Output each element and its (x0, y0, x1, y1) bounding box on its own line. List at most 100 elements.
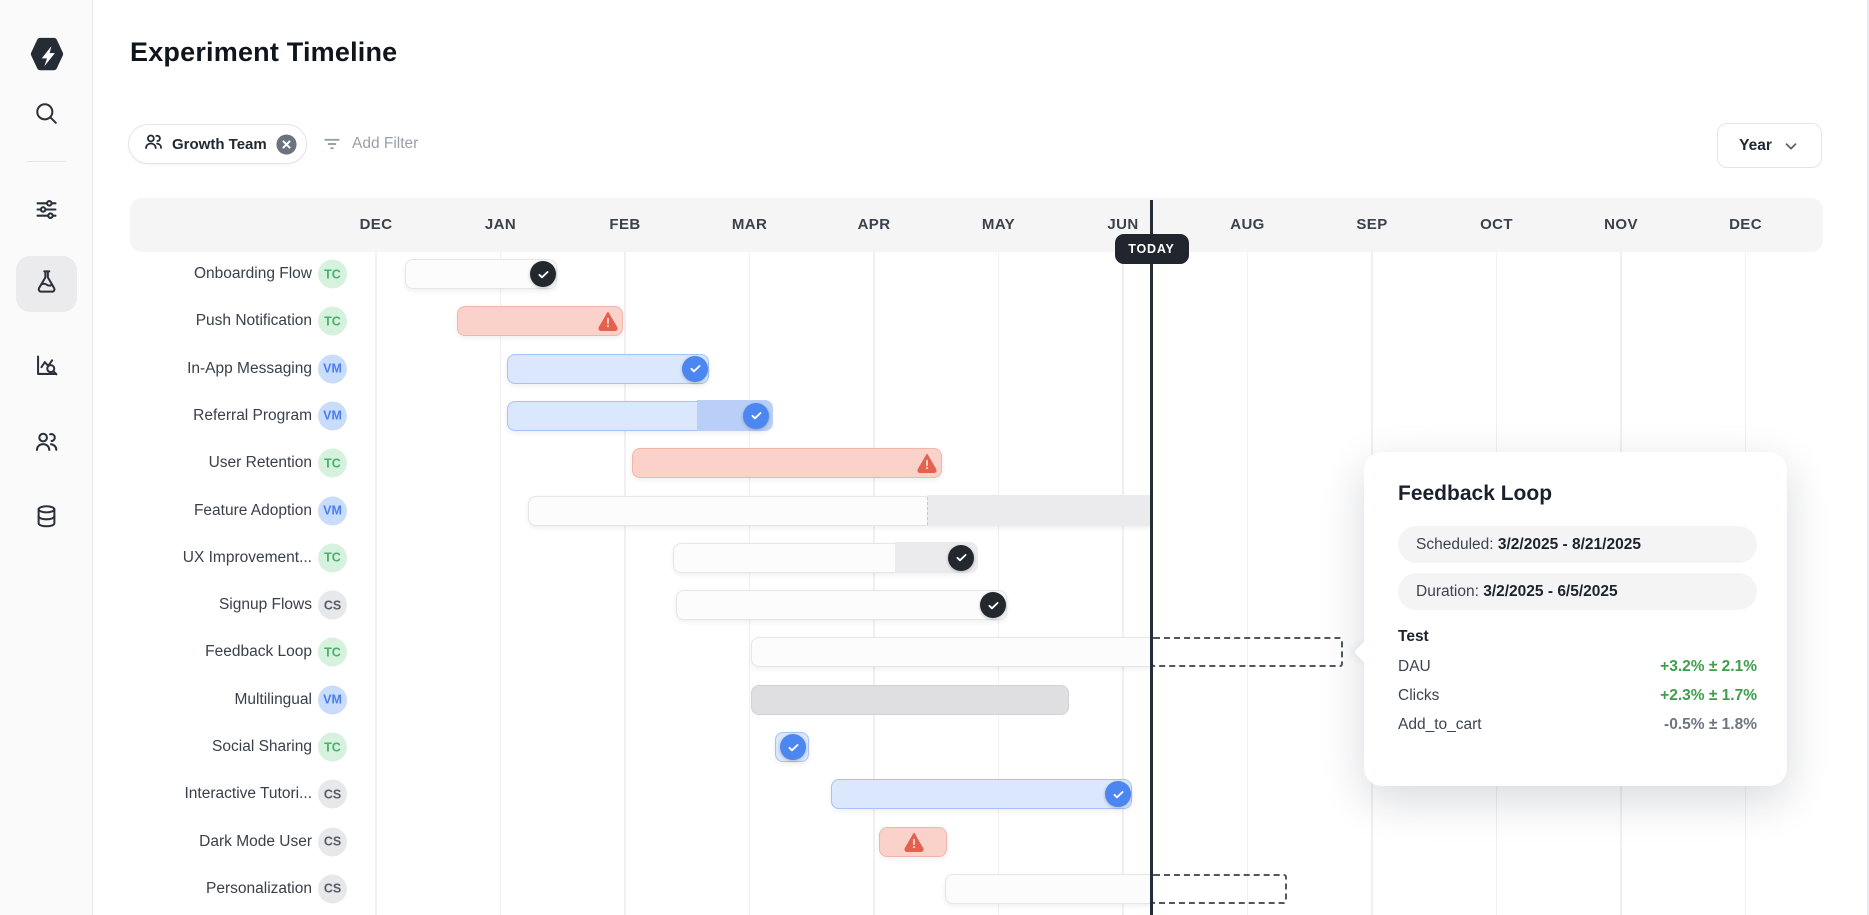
row-label[interactable]: Signup Flows (218, 596, 312, 614)
row-label[interactable]: UX Improvement... (182, 548, 312, 566)
row-label[interactable]: Push Notification (195, 312, 312, 330)
gantt-bar[interactable] (775, 732, 809, 762)
gantt-bar[interactable] (457, 306, 623, 337)
metric-row: Clicks+2.3% ± 1.7% (1398, 687, 1757, 705)
row-label[interactable]: Feature Adoption (193, 501, 312, 519)
metric-row: Add_to_cart -0.5% ± 1.8% (1398, 716, 1757, 734)
owner-avatar: TC (318, 259, 347, 289)
month-gridline (1122, 252, 1124, 915)
sidebar-item-analytics[interactable] (16, 340, 77, 396)
range-selector-value: Year (1739, 136, 1772, 154)
owner-avatar: CS (318, 779, 347, 809)
owner-avatar: CS (318, 874, 347, 904)
gantt-bar[interactable] (673, 542, 978, 574)
owner-avatar: VM (318, 354, 347, 384)
gantt-bar[interactable] (507, 353, 709, 384)
row-label[interactable]: Social Sharing (212, 738, 312, 755)
metric-row: DAU+3.2% ± 2.1% (1398, 658, 1757, 676)
check-icon (682, 355, 708, 382)
month-gridline (997, 252, 1000, 915)
month-gridline (873, 252, 875, 915)
app-logo[interactable] (16, 28, 77, 84)
month-gridline (624, 252, 626, 915)
row-label[interactable]: Dark Mode User (199, 832, 312, 850)
gantt-bar[interactable] (632, 448, 942, 479)
gantt-bar-actual-segment (927, 495, 1153, 526)
check-icon (780, 734, 806, 760)
row-label[interactable]: User Retention (208, 454, 312, 472)
row-label[interactable]: Onboarding Flow (193, 265, 312, 282)
month-gridline (1246, 252, 1249, 915)
sidebar-item-search[interactable] (16, 88, 77, 144)
tooltip-duration: Duration: 3/2/2025 - 6/5/2025 (1398, 573, 1757, 610)
remove-filter-button[interactable] (275, 133, 298, 156)
owner-avatar: VM (318, 685, 347, 715)
metric-name: DAU (1398, 658, 1431, 675)
add-filter-button[interactable]: Add Filter (322, 124, 418, 164)
row-label[interactable]: Personalization (206, 879, 312, 897)
sidebar-item-users[interactable] (16, 416, 77, 472)
flask-icon (33, 268, 60, 300)
gantt-bar-projected (1151, 873, 1287, 904)
month-label-dec-0: DEC (359, 216, 393, 233)
gantt-bar[interactable] (507, 400, 773, 432)
sidebar-item-database[interactable] (16, 491, 77, 547)
row-label[interactable]: Referral Program (193, 406, 312, 424)
sidebar-item-flask[interactable] (16, 256, 77, 312)
gantt-bar[interactable] (528, 495, 1153, 526)
month-label-aug-7: AUG (1230, 216, 1265, 233)
analytics-icon (33, 352, 60, 384)
month-label-mar-3: MAR (731, 216, 768, 233)
month-gridline (375, 252, 377, 915)
owner-avatar: TC (318, 637, 347, 667)
experiment-tooltip: Feedback Loop Scheduled: 3/2/2025 - 8/21… (1353, 452, 1787, 786)
month-label-jun-6: JUN (1107, 216, 1139, 233)
page-title: Experiment Timeline (130, 37, 398, 67)
month-label-may-5: MAY (981, 216, 1016, 233)
check-icon (980, 592, 1006, 619)
metric-name: Add_to_cart (1398, 716, 1482, 733)
sidebar-item-sliders[interactable] (16, 184, 77, 240)
gantt-bar[interactable] (751, 684, 1069, 715)
row-label[interactable]: Interactive Tutori... (184, 785, 313, 803)
month-gridline (748, 252, 751, 915)
close-icon (276, 133, 297, 155)
month-label-nov-10: NOV (1604, 216, 1638, 233)
owner-avatar: CS (318, 827, 347, 857)
owner-avatar: VM (318, 496, 347, 525)
metric-name: Clicks (1398, 687, 1440, 704)
range-selector-dropdown[interactable]: Year (1717, 123, 1822, 168)
tooltip-arrow (1353, 640, 1377, 664)
gantt-bar[interactable] (831, 779, 1132, 810)
month-gridline (499, 252, 502, 915)
row-label[interactable]: In-App Messaging (187, 359, 312, 377)
gantt-bar[interactable] (751, 637, 1151, 668)
today-badge: TODAY (1114, 234, 1189, 264)
month-label-dec-11: DEC (1729, 216, 1762, 233)
month-label-sep-8: SEP (1356, 216, 1388, 233)
metric-value: -0.5% ± 1.8% (1664, 716, 1757, 733)
gantt-bar-projected (1151, 637, 1343, 668)
owner-avatar: TC (318, 543, 347, 573)
row-label[interactable]: Feedback Loop (205, 643, 312, 661)
add-filter-label: Add Filter (352, 135, 419, 152)
owner-avatar: VM (318, 401, 347, 431)
tooltip-scheduled: Scheduled: 3/2/2025 - 8/21/2025 (1398, 526, 1757, 563)
warning-icon (597, 310, 620, 333)
month-label-oct-9: OCT (1480, 216, 1513, 233)
today-line (1150, 200, 1153, 915)
gantt-bar[interactable] (676, 590, 1007, 621)
gantt-bar[interactable] (945, 873, 1151, 904)
check-icon (948, 544, 974, 571)
month-label-apr-4: APR (857, 216, 891, 233)
scheduled-end-divider (927, 496, 928, 525)
row-label[interactable]: Multilingual (234, 690, 312, 708)
database-icon (33, 503, 60, 535)
gantt-bar[interactable] (879, 826, 947, 857)
owner-avatar: TC (318, 306, 347, 336)
owner-avatar: TC (318, 732, 347, 762)
gantt-bar[interactable] (405, 259, 557, 289)
growth-team-filter-chip[interactable]: Growth Team (128, 124, 307, 164)
month-label-feb-2: FEB (609, 216, 641, 233)
